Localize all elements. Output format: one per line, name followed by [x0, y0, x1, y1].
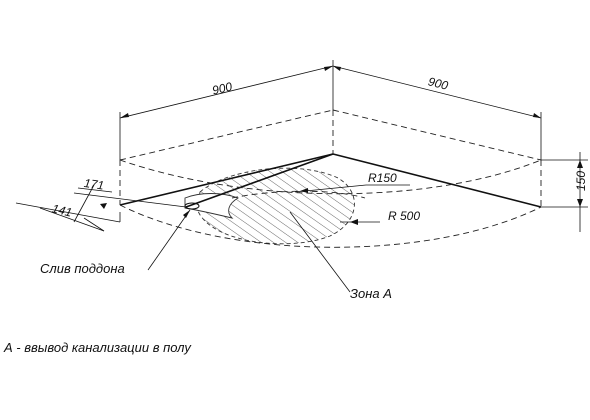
dim-left-width: 900 — [211, 79, 234, 97]
height-dimension-line — [541, 152, 588, 232]
dim-radius-large: R 500 — [388, 209, 420, 223]
width-dimension-lines — [119, 60, 542, 160]
drain-label: Слив поддона — [40, 261, 125, 276]
dim-radius-small: R150 — [368, 171, 397, 185]
tray-floor-edges — [119, 153, 542, 208]
drain-offset-dimensions — [15, 184, 187, 232]
dim-offset-141: 141 — [51, 201, 74, 219]
zone-a-hatched-area — [184, 167, 355, 245]
tray-rim-dashed — [119, 109, 542, 248]
dim-height: 150 — [574, 171, 588, 191]
leader-lines — [147, 184, 410, 293]
drawing-caption: А - ввывод канализации в полу — [4, 340, 191, 355]
drain-icon — [184, 202, 200, 210]
dim-offset-171: 171 — [83, 176, 105, 193]
dim-right-width: 900 — [427, 74, 450, 93]
zone-a-label: Зона А — [350, 286, 392, 301]
